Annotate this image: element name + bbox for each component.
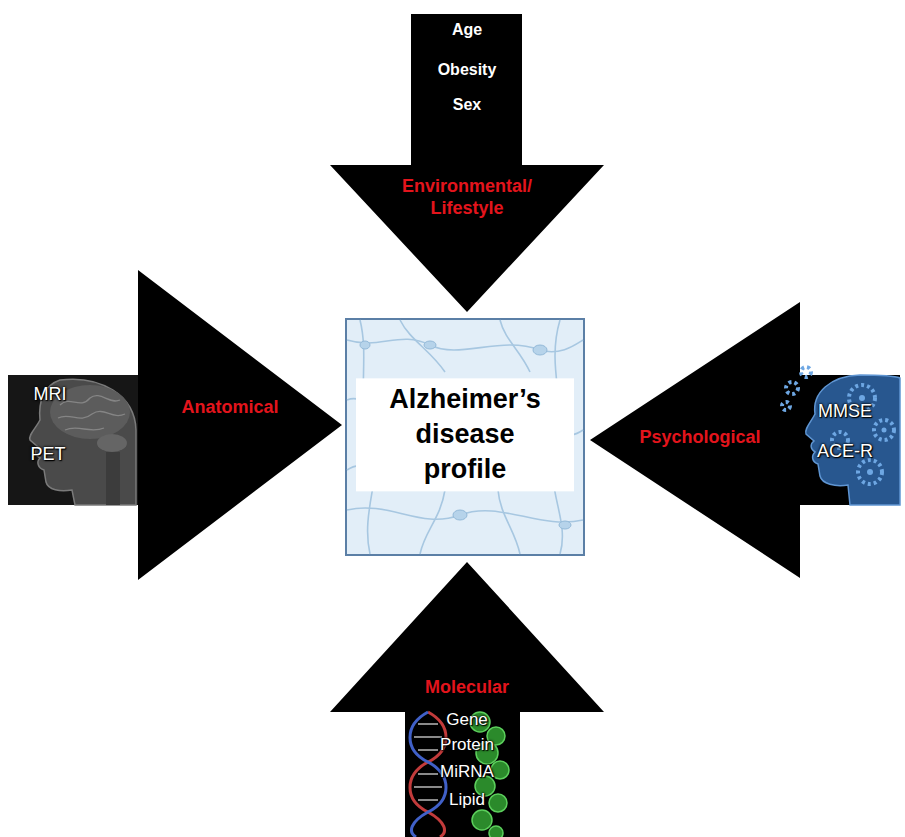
input-arrow: Psychological MMSE ACE-R xyxy=(588,300,902,580)
category-label: Molecular xyxy=(425,677,509,699)
factor-item: Age xyxy=(452,20,482,39)
test-item: MMSE xyxy=(818,401,872,423)
profile-box: Alzheimer’s disease profile xyxy=(345,318,585,556)
arrow-shape xyxy=(8,270,342,580)
neuron-pattern xyxy=(347,320,583,554)
arrow-shape xyxy=(330,14,604,312)
method-item: PET xyxy=(30,444,65,466)
neuron-fibres xyxy=(347,320,583,554)
molecule-item: MiRNA xyxy=(440,762,494,782)
input-arrow: MRI PET Anatomical xyxy=(8,268,342,582)
arrow-shape xyxy=(590,302,900,578)
factor-item: Obesity xyxy=(438,60,497,79)
arrow-outline xyxy=(330,14,604,314)
category-label: Anatomical xyxy=(181,397,278,419)
molecule-item: Gene xyxy=(446,710,488,730)
profile-title: Alzheimer’s disease profile xyxy=(356,378,574,491)
test-item: ACE-R xyxy=(817,441,873,463)
neuron-ground xyxy=(347,320,583,554)
input-arrow: AgeObesitySexEnvironmental/ Lifestyle xyxy=(330,14,604,314)
arrow-shape xyxy=(330,562,604,837)
molecule-item: Lipid xyxy=(449,790,485,810)
category-label: Psychological xyxy=(639,427,760,449)
input-arrow: MolecularGeneProteinMiRNA Lipid xyxy=(330,560,604,837)
category-label: Environmental/ Lifestyle xyxy=(387,176,547,219)
factor-item: Sex xyxy=(453,95,481,114)
molecule-item: Protein xyxy=(440,735,494,755)
method-item: MRI xyxy=(34,384,67,406)
arrow-outline xyxy=(8,268,342,582)
